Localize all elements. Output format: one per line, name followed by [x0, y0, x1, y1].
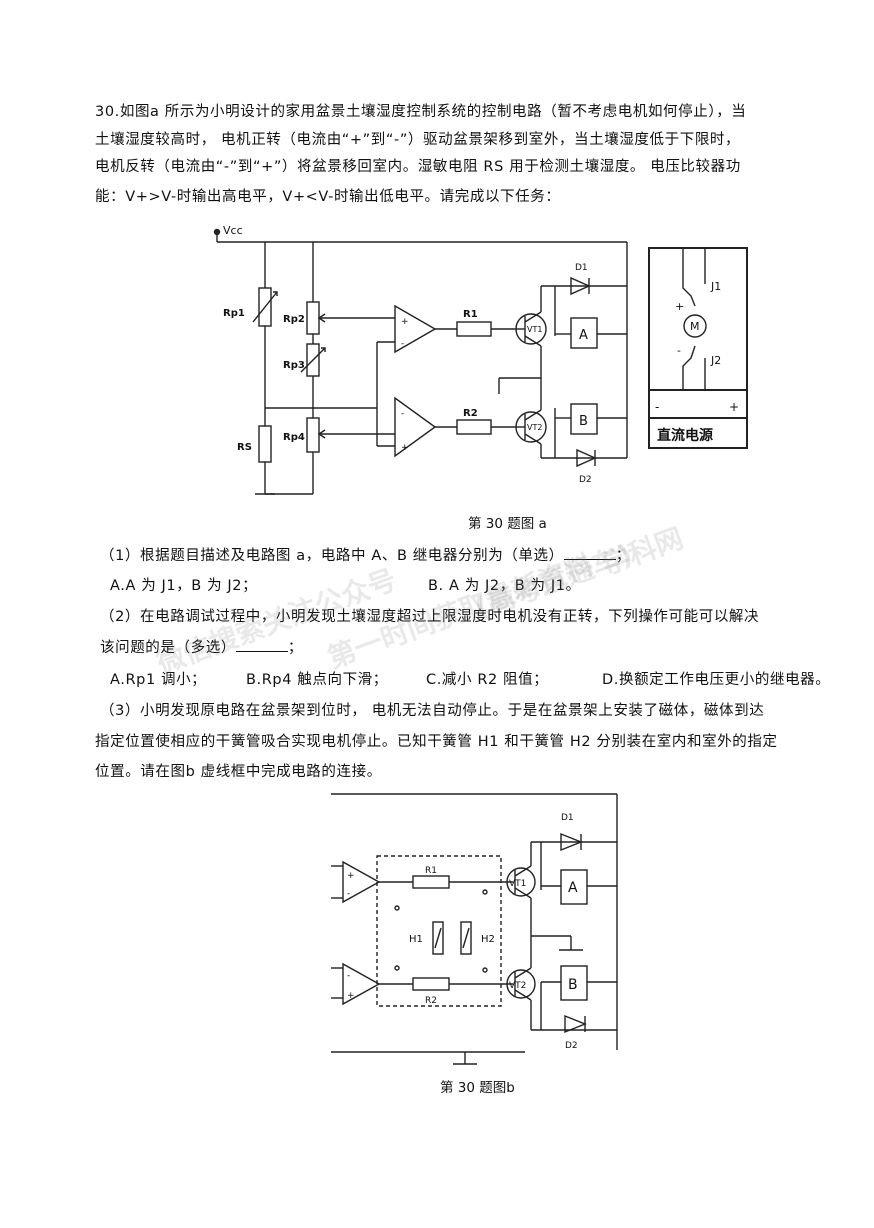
label-rp3: Rp3: [283, 360, 305, 371]
label-rp1: Rp1: [223, 308, 245, 319]
label-j2: J2: [710, 354, 721, 367]
label-motor: M: [690, 320, 700, 333]
figure-a-caption: 第 30 题图 a: [468, 516, 547, 532]
b-relay-b: B: [568, 977, 578, 993]
sub1-answer-blank[interactable]: [563, 545, 616, 560]
question-line-3: 电机反转（电流由“-”到“+”）将盆景移回室内。湿敏电阻 RS 用于检测土壤湿度…: [95, 159, 741, 175]
label-power-minus: -: [655, 400, 659, 414]
b-label-plus-1: +: [347, 871, 355, 881]
b-label-h2: H2: [481, 934, 495, 945]
label-motor-minus: -: [677, 344, 681, 357]
b-label-vt2: VT2: [509, 981, 526, 991]
b-label-vt1: VT1: [509, 879, 526, 889]
b-relay-a: A: [568, 880, 578, 896]
sub1-end: ；: [615, 548, 631, 564]
sub3-line-2: 指定位置使相应的干簧管吸合实现电机停止。已知干簧管 H1 和干簧管 H2 分别装…: [95, 734, 778, 750]
sub1-prompt: （1）根据题目描述及电路图 a，电路中 A、B 继电器分别为（单选）: [100, 548, 564, 564]
figure-a-circuit: Vcc Rp1 Rp2 Rp3 Rp4 RS R1 R2 VT1 VT2 D1 …: [213, 224, 748, 495]
sub2-option-c: C.减小 R2 阻值；: [426, 672, 549, 688]
sub3-line-3: 位置。请在图b 虚线框中完成电路的连接。: [95, 764, 382, 780]
sub2-line-1: （2）在电路调试过程中，小明发现土壤湿度超过上限湿度时电机没有正转，下列操作可能…: [100, 609, 760, 625]
sub1-text: （1）根据题目描述及电路图 a，电路中 A、B 继电器分别为（单选） ；: [100, 544, 631, 565]
b-label-r2: R2: [425, 996, 437, 1006]
label-rp4: Rp4: [283, 432, 305, 443]
label-minus-2: -: [401, 409, 404, 419]
figure-b-caption: 第 30 题图b: [440, 1080, 515, 1096]
label-d1: D1: [575, 263, 588, 273]
b-label-minus-2: -: [347, 971, 350, 981]
question-line-2: 土壤湿度较高时， 电机正转（电流由“+”到“-”）驱动盆景架移到室外，当土壤湿度…: [95, 132, 741, 148]
b-label-minus-1: -: [347, 889, 350, 899]
watermark-site: 学科网: [597, 521, 688, 582]
b-label-h1: H1: [409, 934, 423, 945]
sub2-line-2: 该问题的是（多选） ；: [100, 636, 303, 657]
b-label-d2: D2: [565, 1041, 578, 1051]
sub3-line-1: （3）小明发现原电路在盆景架到位时， 电机无法自动停止。于是在盆景架上安装了磁体…: [100, 703, 765, 719]
sub2-prompt: 该问题的是（多选）: [100, 640, 236, 656]
relay-a-label: A: [579, 328, 588, 343]
label-d2: D2: [579, 475, 592, 485]
sub1-option-a: A.A 为 J1，B 为 J2；: [110, 578, 258, 594]
label-minus-1: -: [401, 339, 404, 349]
label-rp2: Rp2: [283, 314, 305, 325]
b-label-r1: R1: [425, 866, 437, 876]
sub2-answer-blank[interactable]: [235, 637, 288, 652]
sub2-option-a: A.Rp1 调小；: [110, 672, 207, 688]
sub2-end: ；: [287, 640, 304, 656]
label-power-plus: +: [729, 400, 739, 414]
b-label-d1: D1: [561, 813, 574, 823]
label-dc-power: 直流电源: [657, 427, 713, 444]
label-plus-1: +: [401, 317, 409, 327]
label-r2: R2: [463, 408, 478, 419]
sub2-option-d: D.换额定工作电压更小的继电器。: [602, 672, 831, 688]
label-vt1: VT1: [527, 325, 542, 334]
figure-b-circuit: R1 R2 VT1 VT2 D1 D2 A B H1 H2 + - - +: [331, 793, 618, 1065]
label-plus-2: +: [401, 443, 409, 453]
label-vcc: Vcc: [223, 224, 243, 237]
question-line-1: 30.如图a 所示为小明设计的家用盆景土壤湿度控制系统的控制电路（暂不考虑电机如…: [95, 104, 747, 120]
label-motor-plus: +: [675, 300, 684, 313]
label-vt2: VT2: [527, 423, 542, 432]
b-label-plus-2: +: [347, 991, 355, 1001]
sub2-option-b: B.Rp4 触点向下滑；: [246, 672, 388, 688]
question-line-4: 能：V+>V-时输出高电平，V+<V-时输出低电平。请完成以下任务：: [95, 189, 561, 205]
label-r1: R1: [463, 309, 478, 320]
label-j1: J1: [710, 280, 721, 293]
sub1-option-b: B. A 为 J2，B 为 J1。: [428, 578, 581, 594]
relay-b-label: B: [579, 414, 588, 429]
label-rs: RS: [237, 442, 252, 453]
